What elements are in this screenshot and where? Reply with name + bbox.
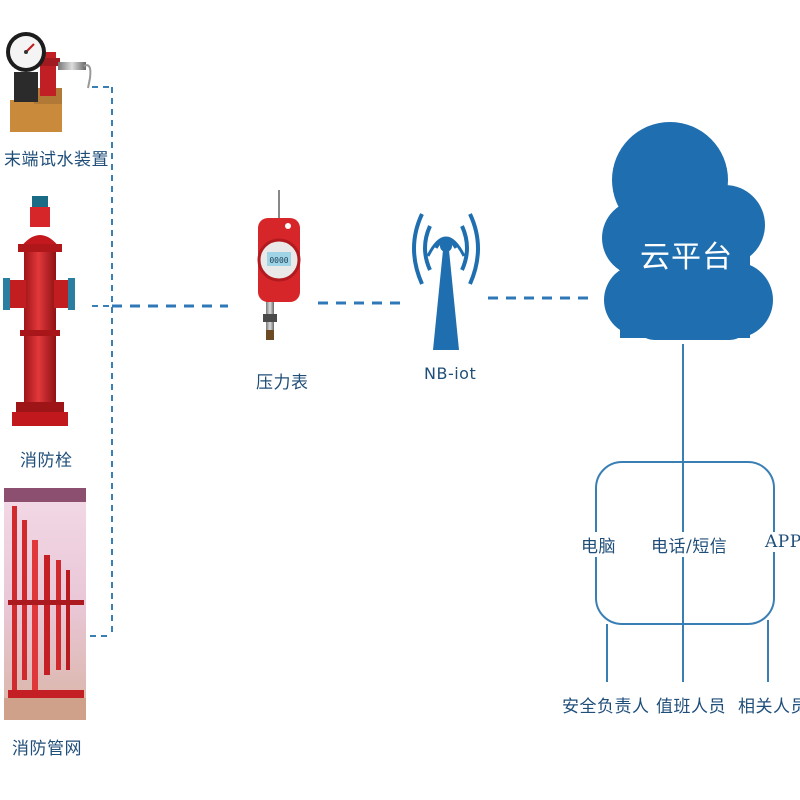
antenna-icon <box>412 213 480 350</box>
channel-computer: 电脑 <box>578 532 619 557</box>
cloud-label: 云平台 <box>640 240 733 275</box>
gauge-label: 压力表 <box>256 373 309 393</box>
pipe-network-label: 消防管网 <box>12 739 82 759</box>
recipient-duty-staff: 值班人员 <box>656 697 726 717</box>
main-flow-lines <box>112 296 588 308</box>
device-bus-lines <box>90 86 113 637</box>
recipient-safety-lead: 安全负责人 <box>562 697 650 717</box>
distribution-lines <box>595 344 775 682</box>
test-device-image <box>6 32 92 132</box>
test-device-label: 末端试水装置 <box>4 150 109 170</box>
hydrant-label: 消防栓 <box>20 451 73 471</box>
channel-phone-sms: 电话/短信 <box>648 532 731 557</box>
hydrant-image <box>3 196 75 426</box>
cloud-icon <box>602 122 773 340</box>
recipient-related-staff: 相关人员 <box>738 697 800 717</box>
pressure-gauge-image: 0000 <box>257 190 301 340</box>
pipe-network-image <box>4 488 86 720</box>
svg-text:0000: 0000 <box>269 256 288 265</box>
network-label: NB-iot <box>424 364 477 383</box>
channel-app: APP <box>762 532 800 552</box>
